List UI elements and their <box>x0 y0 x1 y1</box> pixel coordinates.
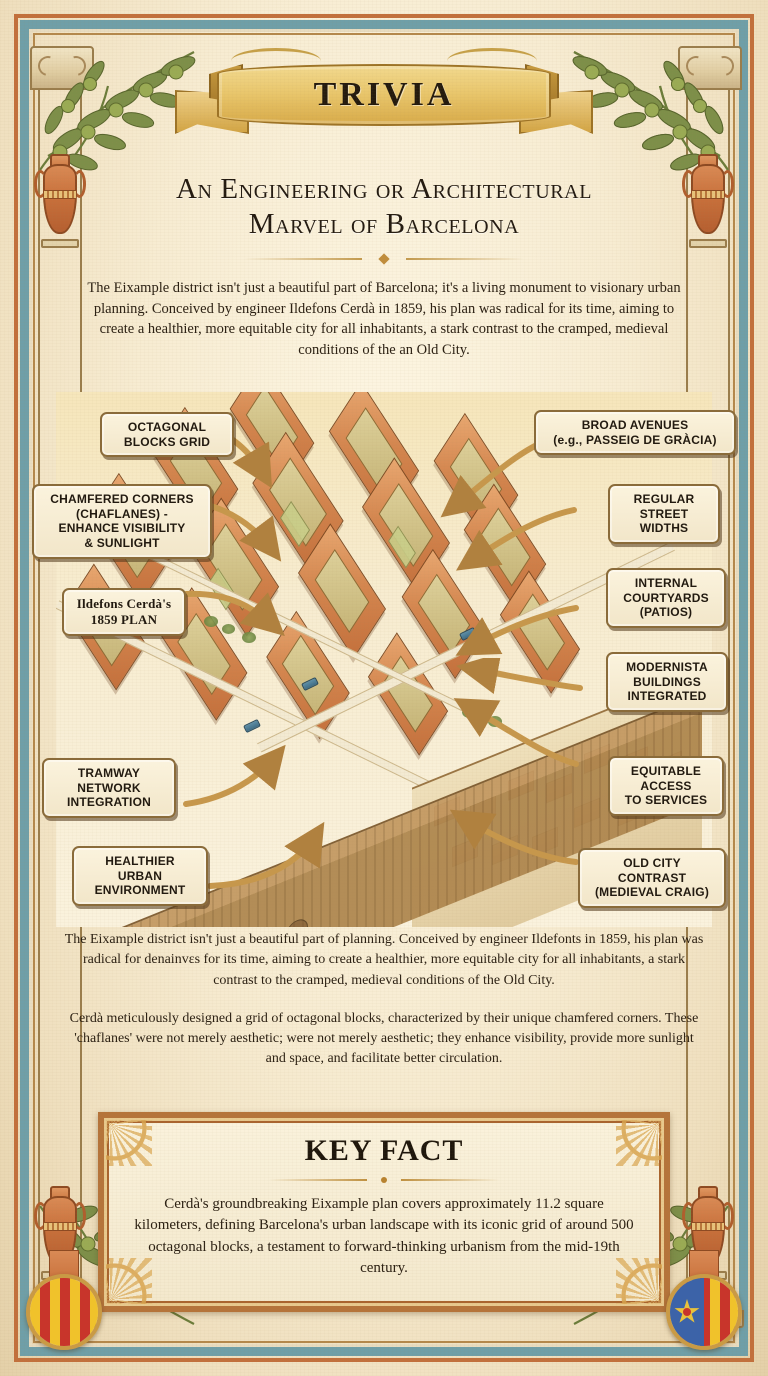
callout-healthier-urban-environment[interactable]: HEALTHIER URBAN ENVIRONMENT <box>72 846 208 906</box>
callout-line: & SUNLIGHT <box>84 535 160 550</box>
amphora-icon <box>31 150 89 248</box>
corner-ornament-icon <box>106 1258 152 1304</box>
callout-line: TO SERVICES <box>624 793 708 808</box>
callout-cerda-1859-plan[interactable]: Ildefons Cerdà's 1859 PLAN <box>62 588 186 636</box>
callout-line: ENVIRONMENT <box>94 883 186 898</box>
callout-line: OCTAGONAL <box>127 420 207 434</box>
key-fact-divider <box>269 1176 499 1184</box>
callout-line: TRAMWAY <box>77 766 141 780</box>
title-divider <box>244 252 524 265</box>
callout-line: CONTRAST <box>617 870 687 885</box>
callout-line: (e.g., PASSEIG DE GRÀCIA) <box>553 432 717 447</box>
callout-line: URBAN <box>117 868 163 883</box>
body-paragraph-1: The Eixample district isn't just a beaut… <box>64 932 704 988</box>
tram-icon <box>243 718 261 734</box>
callout-line: COURTYARDS <box>623 590 709 605</box>
callout-line: HEALTHIER <box>105 854 175 868</box>
callout-line: CHAMFERED CORNERS <box>50 492 194 506</box>
senyera-stripes <box>30 1278 98 1346</box>
page-title-block: An Engineering or Architectural Marvel o… <box>76 172 692 265</box>
catalan-senyera-medallion-icon <box>26 1274 102 1350</box>
corner-ornament-icon <box>616 1120 662 1166</box>
page-title-line-2: Marvel of Barcelona <box>248 207 520 240</box>
banner-flourish-icon <box>231 48 321 74</box>
column-capital-icon <box>678 46 742 90</box>
callout-line: ACCESS <box>640 778 692 793</box>
banner-title: TRIVIA <box>313 76 455 113</box>
callout-line: Ildefons Cerdà's <box>76 596 172 611</box>
callout-line: MODERNISTA <box>626 660 708 674</box>
banner-scroll: TRIVIA <box>217 64 551 126</box>
eixample-illustration <box>56 392 712 927</box>
callout-regular-street-widths[interactable]: REGULAR STREET WIDTHS <box>608 484 720 544</box>
callout-line: INTEGRATION <box>67 795 151 810</box>
callout-line: BROAD AVENUES <box>581 418 689 432</box>
trivia-banner: TRIVIA <box>169 46 599 156</box>
banner-flourish-icon <box>447 48 537 74</box>
callout-line: WIDTHS <box>639 521 689 536</box>
callout-modernista-buildings[interactable]: MODERNISTA BUILDINGS INTEGRATED <box>606 652 728 712</box>
callout-line: (MEDIEVAL CRAIG) <box>594 885 710 900</box>
key-fact-box: KEY FACT Cerdà's groundbreaking Eixample… <box>98 1112 670 1312</box>
amphora-icon <box>31 1182 89 1280</box>
callout-broad-avenues[interactable]: BROAD AVENUES (e.g., PASSEIG DE GRÀCIA) <box>534 410 736 456</box>
shield-blue-half <box>670 1278 704 1346</box>
star-shield-medallion-icon <box>666 1274 742 1350</box>
body-text-block: The Eixample district isn't just a beaut… <box>64 930 704 1070</box>
amphora-icon <box>679 150 737 248</box>
divider-diamond-icon <box>378 252 390 265</box>
corner-ornament-icon <box>106 1120 152 1166</box>
page-title: An Engineering or Architectural Marvel o… <box>76 172 692 242</box>
callout-line: 1859 PLAN <box>90 611 158 627</box>
callout-line: (PATIOS) <box>639 605 693 620</box>
callout-equitable-access[interactable]: EQUITABLE ACCESS TO SERVICES <box>608 756 724 816</box>
callout-line: EQUITABLE <box>630 764 702 778</box>
callout-line: INTERNAL <box>634 576 698 590</box>
intro-paragraph: The Eixample district isn't just a beaut… <box>87 280 681 358</box>
corner-ornament-icon <box>616 1258 662 1304</box>
key-fact-text: Cerdà's groundbreaking Eixample plan cov… <box>134 1196 634 1276</box>
callout-chamfered-corners[interactable]: CHAMFERED CORNERS (CHAFLANES) - ENHANCE … <box>32 484 212 559</box>
callout-tramway-network-integration[interactable]: TRAMWAY NETWORK INTEGRATION <box>42 758 176 818</box>
star-core-icon <box>683 1308 691 1316</box>
callout-line: BLOCKS GRID <box>123 434 211 449</box>
callout-old-city-contrast[interactable]: OLD CITY CONTRAST (MEDIEVAL CRAIG) <box>578 848 726 908</box>
callout-internal-courtyards[interactable]: INTERNAL COURTYARDS (PATIOS) <box>606 568 726 628</box>
callout-line: INTEGRATED <box>627 689 707 704</box>
callout-line: OLD CITY <box>623 856 681 870</box>
column-capital-icon <box>30 46 94 90</box>
callout-line: ENHANCE VISIBILITY <box>58 521 186 536</box>
callout-line: STREET <box>639 506 689 521</box>
page-title-line-1: An Engineering or Architectural <box>175 173 593 205</box>
callout-line: (CHAFLANES) - <box>76 506 168 521</box>
callout-line: NETWORK <box>77 780 141 795</box>
callout-line: BUILDINGS <box>633 674 701 689</box>
body-paragraph-2: Cerdà meticulously designed a grid of oc… <box>69 1010 699 1067</box>
callout-line: REGULAR <box>633 492 695 506</box>
divider-dot-icon <box>381 1177 387 1183</box>
callout-octagonal-blocks-grid[interactable]: OCTAGONAL BLOCKS GRID <box>100 412 234 458</box>
key-fact-title: KEY FACT <box>304 1134 464 1167</box>
